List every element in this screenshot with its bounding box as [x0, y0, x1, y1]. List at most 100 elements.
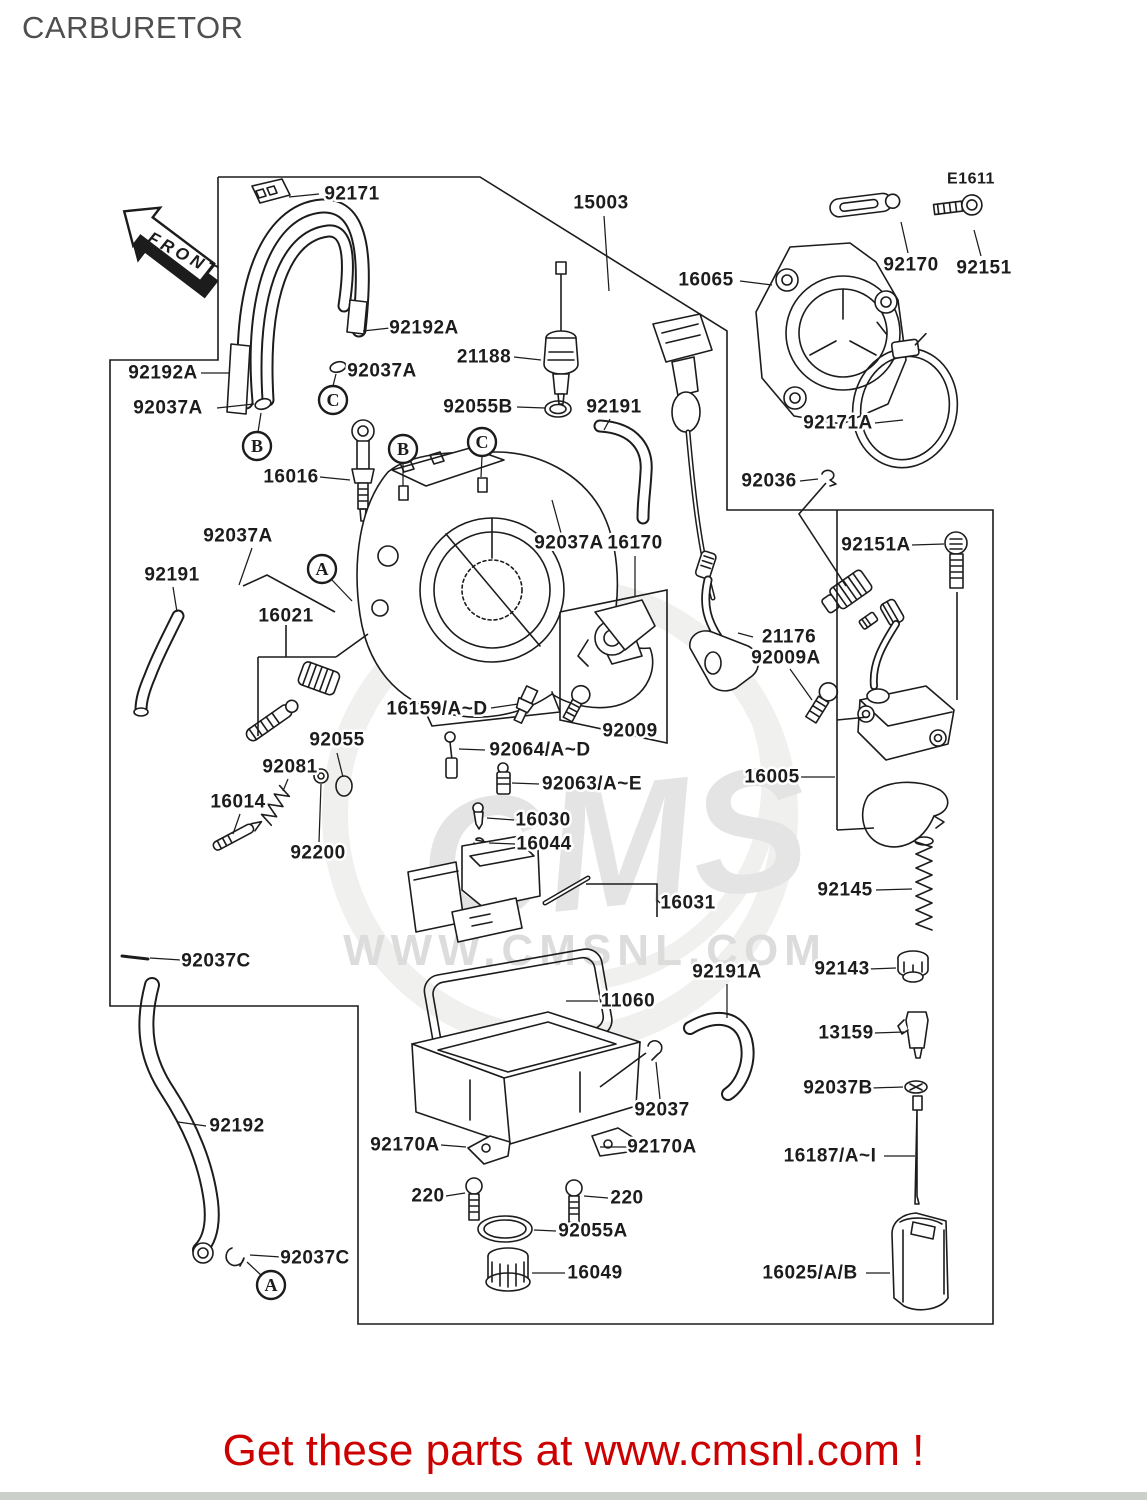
label-leader-line	[655, 1061, 661, 1100]
part-number-label: 92171A	[803, 413, 873, 434]
label-leader-line	[511, 782, 540, 785]
label-leader-line	[737, 632, 754, 638]
label-leader-line	[513, 356, 542, 361]
callout-leader-line	[257, 412, 262, 433]
part-number-label: 92037A	[347, 361, 417, 382]
part-number-label: 16049	[567, 1263, 622, 1284]
callout-circle	[241, 430, 273, 462]
callout-leader-line	[331, 579, 353, 602]
part-number-label: 92055	[309, 730, 364, 751]
part-number-label: 11060	[601, 991, 655, 1012]
part-number-label: 92143	[814, 959, 869, 980]
label-leader-line	[172, 586, 178, 613]
label-leader-line	[149, 957, 182, 961]
leader-lines	[149, 193, 982, 1274]
part-number-label: 16031	[660, 893, 715, 914]
part-number-label: 16044	[516, 834, 571, 855]
part-number-label: 16187/A~I	[784, 1146, 877, 1167]
part-number-label: 92037C	[181, 951, 251, 972]
part-number-label: 92037A	[534, 533, 604, 554]
part-number-label: 16025/A/B	[762, 1263, 857, 1284]
part-number-label: 92171	[324, 184, 379, 205]
part-number-label: 92191A	[692, 962, 762, 983]
part-number-label: 16159/A~D	[386, 699, 487, 720]
callout-letter: C	[327, 390, 340, 410]
callout-circle	[317, 384, 349, 416]
front-arrow-body	[122, 206, 216, 283]
structure-line	[586, 883, 658, 917]
part-number-label: 92037	[634, 1100, 689, 1121]
part-number-label: 92037A	[203, 526, 273, 547]
part-number-label: 92192A	[128, 363, 198, 384]
part-number-label: 92170A	[627, 1137, 697, 1158]
label-leader-line	[490, 703, 519, 709]
part-number-label: 92170A	[370, 1135, 440, 1156]
part-number-label: 16170	[607, 533, 662, 554]
structure-lines	[109, 176, 994, 1325]
part-number-label: 16065	[678, 270, 733, 291]
structure-line	[599, 1052, 647, 1088]
part-number-label: 16030	[515, 810, 570, 831]
label-leader-line	[440, 1144, 467, 1148]
part-number-label: 16014	[210, 792, 265, 813]
label-leader-line	[445, 1192, 466, 1197]
part-number-label: 92192	[209, 1116, 264, 1137]
part-number-label: 21176	[762, 627, 816, 648]
part-number-label: 92037A	[133, 398, 203, 419]
label-leader-line	[739, 280, 773, 286]
part-number-label: 92200	[290, 843, 345, 864]
callout-leader-line	[332, 373, 337, 387]
part-number-label: 92170	[883, 255, 938, 276]
callout-letter: A	[265, 1275, 278, 1295]
part-number-label: 92009A	[751, 648, 821, 669]
part-number-label: E1611	[947, 171, 995, 188]
part-number-label: 16021	[258, 606, 313, 627]
part-number-label: 92037B	[803, 1078, 873, 1099]
label-leader-line	[583, 1195, 609, 1199]
callout-circle	[255, 1269, 287, 1301]
label-leader-line	[345, 367, 354, 371]
label-leader-line	[603, 418, 611, 431]
callout-circle	[387, 433, 419, 465]
label-leader-line	[551, 499, 562, 534]
callout-circle	[466, 426, 498, 458]
callout-letter: B	[251, 436, 263, 456]
part-number-label: 92151A	[841, 535, 911, 556]
label-leader-line	[911, 543, 945, 546]
structure-line	[242, 574, 336, 613]
label-leader-line	[232, 813, 241, 835]
structure-line	[559, 589, 668, 744]
part-number-label: 92151	[956, 258, 1011, 279]
part-number-label: 16005	[744, 767, 799, 788]
structure-line	[797, 482, 847, 587]
label-leader-line	[488, 842, 516, 845]
label-leader-line	[875, 888, 913, 891]
part-number-label: 92145	[817, 880, 872, 901]
label-leader-line	[319, 476, 351, 481]
page-title: CARBURETOR	[22, 10, 244, 45]
label-leader-line	[789, 668, 813, 701]
part-number-label: 220	[411, 1186, 444, 1207]
part-number-label: 92191	[144, 565, 199, 586]
label-leader-line	[249, 1254, 282, 1258]
label-leader-line	[318, 783, 322, 843]
part-number-label: 92192A	[389, 318, 459, 339]
label-leader-line	[458, 748, 486, 751]
label-leader-line	[177, 1121, 207, 1127]
part-number-label: 92036	[741, 471, 796, 492]
structure-line	[836, 827, 875, 831]
part-sketches	[120, 178, 983, 1311]
label-leader-line	[288, 193, 320, 198]
label-leader-line	[900, 221, 909, 254]
callout-letter: C	[476, 432, 489, 452]
label-leader-line	[533, 1229, 557, 1232]
part-number-label: 21188	[457, 347, 511, 368]
part-number-label: 220	[610, 1188, 643, 1209]
callout-circle	[306, 553, 338, 585]
part-number-label: 92064/A~D	[489, 740, 590, 761]
label-leader-line	[868, 967, 897, 970]
label-leader-line	[874, 419, 904, 424]
